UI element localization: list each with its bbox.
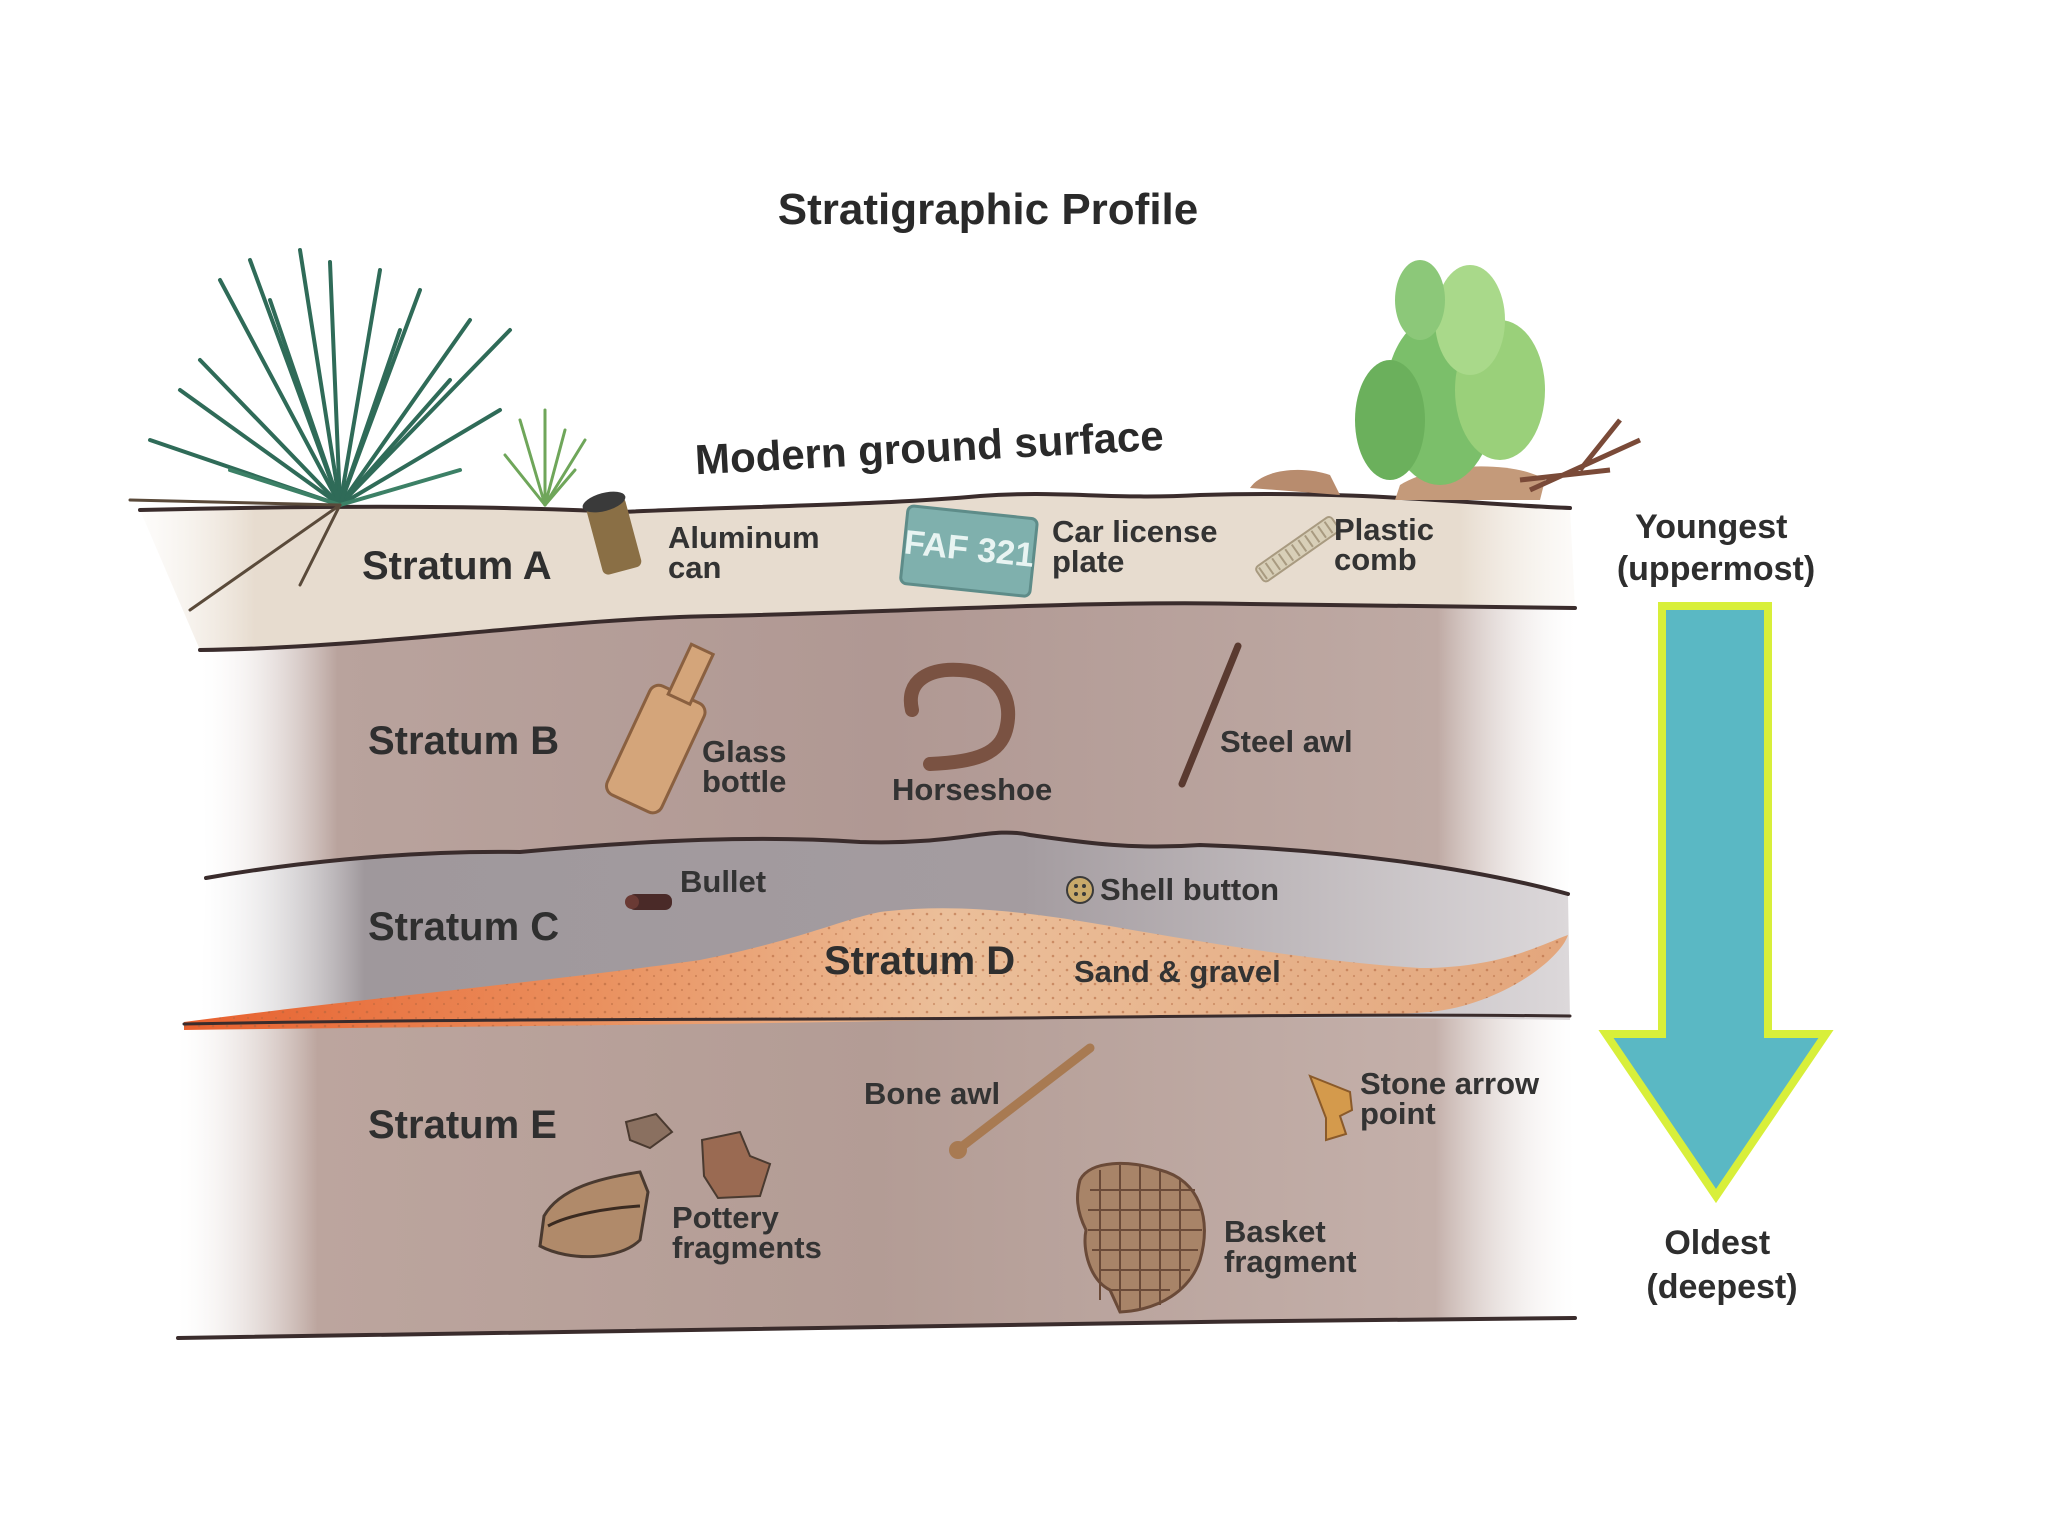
aluminum-can-icon	[582, 491, 642, 575]
basket-fragment-icon	[1076, 1161, 1206, 1314]
bone-awl-label: Bone awl	[864, 1076, 1000, 1111]
bullet-icon	[625, 894, 672, 910]
youngest-label: Youngest (uppermost)	[1617, 508, 1815, 588]
steel-awl-label: Steel awl	[1220, 724, 1353, 759]
plastic-comb-icon	[1255, 515, 1340, 583]
shell-button-icon	[1066, 876, 1094, 904]
oldest-label: Oldest (deepest)	[1646, 1224, 1797, 1306]
pottery-fragments-label: Pottery fragments	[672, 1200, 822, 1265]
diagram-title: Stratigraphic Profile	[778, 185, 1199, 234]
strata-boundaries	[138, 491, 1577, 1340]
stone-arrow-point-icon	[1308, 1074, 1354, 1142]
pottery-fragments-icon	[538, 1112, 772, 1259]
stratum-a-label: Stratum A	[362, 544, 552, 588]
sand-gravel-label: Sand & gravel	[1074, 954, 1281, 989]
stone-arrow-point-label: Stone arrow point	[1360, 1066, 1548, 1131]
glass-bottle-label: Glass bottle	[702, 734, 795, 799]
glass-bottle-icon	[605, 642, 716, 815]
stratum-d-label: Stratum D	[824, 939, 1015, 983]
license-plate-label: Car license plate	[1052, 514, 1226, 579]
aluminum-can-label: Aluminum can	[668, 520, 828, 585]
basket-fragment-label: Basket fragment	[1224, 1214, 1357, 1279]
steel-awl-icon	[1178, 642, 1242, 788]
yucca-plant-left	[128, 248, 512, 612]
stratum-d-texture	[184, 908, 1568, 1030]
horseshoe-label: Horseshoe	[892, 772, 1052, 807]
stratum-b-label: Stratum B	[368, 719, 559, 763]
bullet-label: Bullet	[680, 864, 766, 899]
horseshoe-icon	[903, 662, 1016, 771]
modern-ground-surface-label: Modern ground surface	[694, 412, 1165, 483]
shell-button-label: Shell button	[1100, 872, 1279, 907]
shrub-right	[1250, 260, 1642, 500]
stratum-b-layer	[200, 603, 1575, 894]
grass-tuft	[503, 408, 587, 507]
bone-awl-icon	[949, 1043, 1095, 1159]
stratum-e-layer	[178, 1014, 1575, 1338]
stratum-c-label: Stratum C	[368, 905, 559, 949]
plastic-comb-label: Plastic comb	[1334, 512, 1443, 577]
age-arrow-down	[1598, 602, 1834, 1204]
stratum-a-layer	[140, 493, 1575, 650]
license-plate-icon: FAF 321	[899, 504, 1039, 598]
soil-profile	[138, 491, 1577, 1340]
stratum-e-label: Stratum E	[368, 1103, 557, 1147]
